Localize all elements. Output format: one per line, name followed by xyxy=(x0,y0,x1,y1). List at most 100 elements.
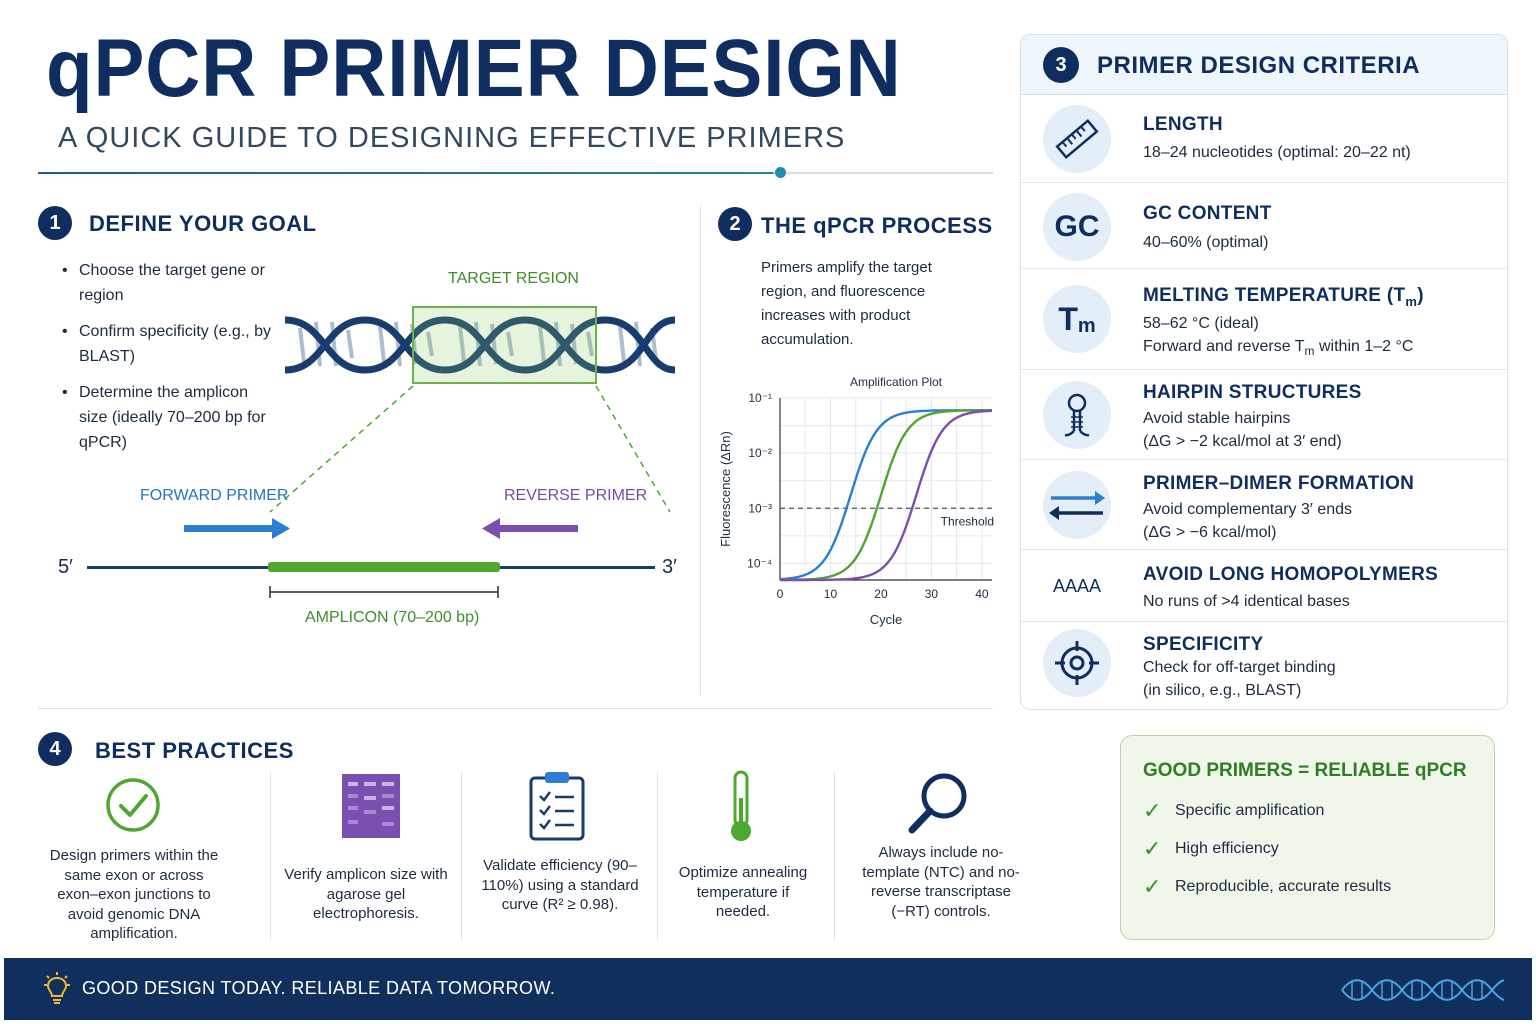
zoom-lines xyxy=(269,385,671,513)
tm-icon-sub: m xyxy=(1077,314,1096,337)
section-3-badge: 3 xyxy=(1043,47,1079,83)
helix-strand-b xyxy=(284,316,676,374)
amplification-curve xyxy=(779,409,992,581)
clipboard-icon xyxy=(529,772,585,841)
lightbulb-icon xyxy=(44,972,70,1004)
criteria-desc: Forward and reverse Tm within 1–2 °C xyxy=(1143,338,1414,359)
target-region-label: TARGET REGION xyxy=(448,270,579,287)
criteria-desc: Check for off-target binding xyxy=(1143,659,1336,676)
hairpin-icon xyxy=(1043,381,1111,449)
criteria-desc: Avoid stable hairpins xyxy=(1143,410,1291,427)
criteria-desc: 18–24 nucleotides (optimal: 20–22 nt) xyxy=(1143,144,1411,161)
five-prime-label: 5′ xyxy=(58,556,73,578)
dna-helix-illustration xyxy=(284,316,676,374)
criteria-row-gc xyxy=(1021,183,1507,269)
criteria-row-hairpin xyxy=(1021,370,1507,460)
amplicon-label: AMPLICON (70–200 bp) xyxy=(305,609,480,626)
criteria-title: SPECIFICITY xyxy=(1143,634,1264,655)
criteria-row-tm xyxy=(1021,269,1507,370)
x-tick-label: 30 xyxy=(925,587,939,601)
y-tick-label: 10⁻¹ xyxy=(748,391,772,405)
chart-title: Amplification Plot xyxy=(850,375,943,389)
page-title: qPCR PRIMER DESIGN xyxy=(46,23,902,114)
criteria-row-homopolymers xyxy=(1021,550,1507,622)
criteria-row-dimer xyxy=(1021,460,1507,550)
header-divider-dot xyxy=(775,167,786,178)
summary-item: ✓Specific amplification xyxy=(1143,798,1325,823)
magnifier-icon xyxy=(908,773,967,834)
section-3-title: PRIMER DESIGN CRITERIA xyxy=(1097,52,1421,79)
x-tick-label: 40 xyxy=(975,587,989,601)
check-icon: ✓ xyxy=(1143,874,1162,899)
criteria-row-length xyxy=(1021,95,1507,183)
summary-item: ✓High efficiency xyxy=(1143,836,1279,861)
check-icon: ✓ xyxy=(1143,836,1162,861)
three-prime-label: 3′ xyxy=(662,556,677,578)
y-tick-label: 10⁻² xyxy=(748,446,772,460)
ruler-icon xyxy=(1043,105,1111,173)
footer-tagline: GOOD DESIGN TODAY. RELIABLE DATA TOMORRO… xyxy=(82,978,556,998)
criteria-title: LENGTH xyxy=(1143,114,1223,135)
arrows-exchange-icon xyxy=(1043,471,1111,539)
footer-bar: GOOD DESIGN TODAY. RELIABLE DATA TOMORRO… xyxy=(4,958,1532,1020)
summary-item: ✓Reproducible, accurate results xyxy=(1143,874,1392,899)
reverse-primer-label: REVERSE PRIMER xyxy=(504,487,648,504)
column-divider xyxy=(270,772,271,940)
practice-text: Validate efficiency (90–110%) using a st… xyxy=(481,857,639,913)
amplicon-bracket xyxy=(269,586,499,598)
practice-text: Verify amplicon size with agarose gel el… xyxy=(284,866,448,922)
x-axis-label: Cycle xyxy=(870,612,903,627)
criteria-title: HAIRPIN STRUCTURES xyxy=(1143,382,1362,403)
goal-item: Confirm specificity (e.g., by BLAST) xyxy=(62,319,272,369)
criteria-desc: 40–60% (optimal) xyxy=(1143,234,1269,251)
criteria-title: GC CONTENT xyxy=(1143,203,1272,224)
y-tick-label: 10⁻³ xyxy=(748,501,772,515)
amplicon-bar xyxy=(268,562,500,572)
criteria-desc: (ΔG > −6 kcal/mol) xyxy=(1143,524,1277,541)
goal-item: Choose the target gene or region xyxy=(62,258,272,308)
checkmark-circle-icon xyxy=(106,778,160,832)
helix-strand-a xyxy=(284,316,676,374)
amplification-curve xyxy=(780,409,993,582)
check-icon: ✓ xyxy=(1143,798,1162,823)
criteria-title: MELTING TEMPERATURE (Tm) xyxy=(1143,285,1424,309)
x-tick-label: 10 xyxy=(824,587,838,601)
section-1-title: DEFINE YOUR GOAL xyxy=(89,211,317,236)
practice-text: Always include no-template (NTC) and no-… xyxy=(862,844,1020,920)
threshold-label: Threshold xyxy=(941,514,994,528)
aaaa-icon: AAAA xyxy=(1052,575,1102,596)
crosshair-icon xyxy=(1043,629,1111,697)
summary-box: GOOD PRIMERS = RELIABLE qPCR ✓Specific a… xyxy=(1120,735,1495,940)
section-2-title: THE qPCR PROCESS xyxy=(761,213,993,238)
practice-text: Design primers within the same exon or a… xyxy=(49,847,219,942)
helix-rungs xyxy=(298,321,658,367)
criteria-desc: (in silico, e.g., BLAST) xyxy=(1143,682,1302,699)
target-region-box xyxy=(412,306,597,384)
criteria-desc: (ΔG > −2 kcal/mol at 3′ end) xyxy=(1143,433,1342,450)
primer-arrows xyxy=(184,518,578,539)
summary-title: GOOD PRIMERS = RELIABLE qPCR xyxy=(1143,760,1467,781)
amplification-curve xyxy=(780,409,992,582)
x-tick-label: 20 xyxy=(874,587,888,601)
section-4-title: BEST PRACTICES xyxy=(95,738,294,763)
criteria-title: AVOID LONG HOMOPOLYMERS xyxy=(1143,564,1439,585)
criteria-title: PRIMER–DIMER FORMATION xyxy=(1143,473,1415,494)
column-divider xyxy=(834,772,835,940)
goal-list: Choose the target gene or region Confirm… xyxy=(62,258,272,466)
reverse-primer-arrow-icon xyxy=(482,518,578,539)
page-subtitle: A QUICK GUIDE TO DESIGNING EFFECTIVE PRI… xyxy=(58,122,846,154)
criteria-panel: 3 PRIMER DESIGN CRITERIA LENGTH 18–24 nu… xyxy=(1020,34,1508,710)
criteria-desc: No runs of >4 identical bases xyxy=(1143,593,1350,610)
y-tick-label: 10⁻⁴ xyxy=(747,556,772,570)
goal-item: Determine the amplicon size (ideally 70–… xyxy=(62,380,272,455)
gc-icon: GC xyxy=(1043,193,1111,261)
practice-text: Optimize annealing temperature if needed… xyxy=(678,864,808,920)
section-divider-horizontal xyxy=(38,708,993,709)
criteria-header xyxy=(1021,35,1507,95)
header-divider xyxy=(38,172,993,174)
dna-helix-icon xyxy=(1341,979,1505,1001)
criteria-desc: Avoid complementary 3′ ends xyxy=(1143,501,1353,518)
gel-icon xyxy=(342,774,400,838)
